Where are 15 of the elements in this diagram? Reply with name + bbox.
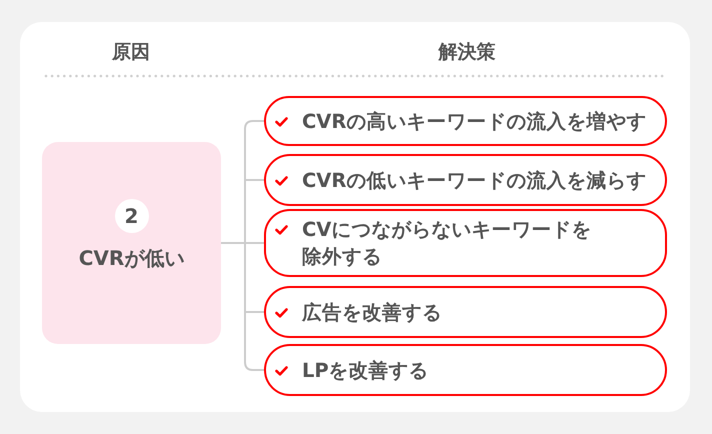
solution-text: CVにつながらないキーワードを除外する (302, 217, 592, 270)
solution-text: CVRの高いキーワードの流入を増やす (302, 108, 646, 134)
solution-text: LPを改善する (302, 358, 429, 384)
solution-box (264, 286, 667, 338)
column-heading: 解決策 (438, 40, 496, 65)
cause-box (42, 142, 221, 344)
solution-box (264, 96, 667, 146)
step-number: 2 (114, 199, 148, 233)
solution-box (264, 344, 667, 396)
cause-text: CVRが低い (78, 245, 184, 271)
solution-box (264, 209, 667, 277)
solution-text: CVRの低いキーワードの流入を減らす (302, 168, 646, 194)
column-heading: 原因 (112, 40, 150, 65)
solution-box (264, 154, 667, 206)
solution-text: 広告を改善する (302, 300, 442, 326)
